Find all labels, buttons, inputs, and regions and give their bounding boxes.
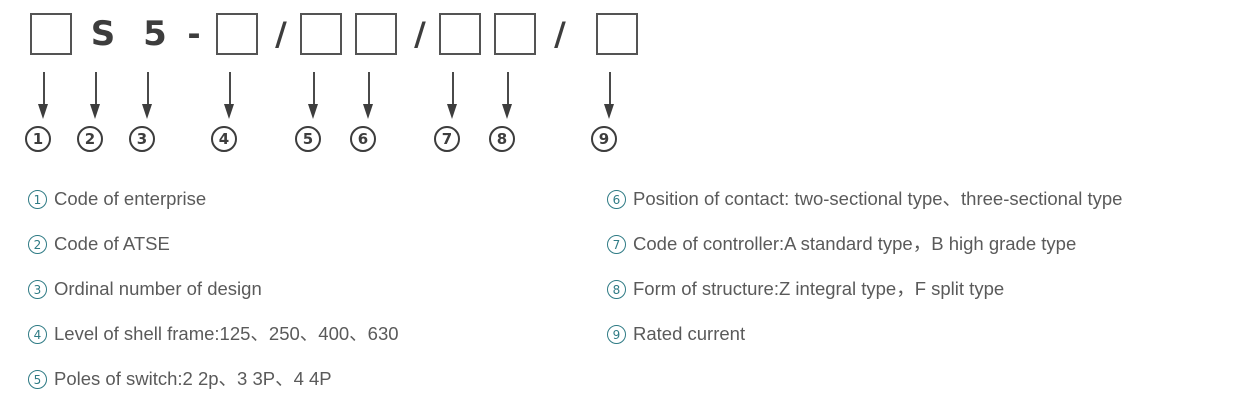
down-arrow-2 [89,72,103,120]
down-arrow-3 [141,72,155,120]
code-box-6 [355,10,397,58]
code-box-4 [216,10,258,58]
down-arrow-4 [223,72,237,120]
code-box-outline [596,13,638,55]
code-box-outline [355,13,397,55]
code-char-glyph: S [90,14,116,54]
code-separator-glyph: / [414,15,426,53]
code-index-marker-2: 2 [77,126,103,152]
legend-marker-icon: 9 [607,325,626,344]
arrow-shaft [368,72,370,108]
arrow-shaft [452,72,454,108]
down-arrow-8 [501,72,515,120]
code-box-outline [494,13,536,55]
code-box-1 [30,10,72,58]
legend-item-label: Level of shell frame:125、250、400、630 [54,323,399,344]
code-index-marker-1: 1 [25,126,51,152]
arrow-head [604,104,614,119]
arrow-head [308,104,318,119]
arrow-shaft [43,72,45,108]
down-arrow-7 [446,72,460,120]
legend-marker-icon: 4 [28,325,47,344]
code-separator: / [409,10,431,58]
code-separator-glyph: / [554,15,566,53]
legend-item-label: Position of contact: two-sectional type、… [633,188,1123,209]
down-arrow-5 [307,72,321,120]
legend-item-label: Code of controller:A standard type，B hig… [633,233,1077,254]
code-box-outline [216,13,258,55]
arrow-head [224,104,234,119]
legend-marker-icon: 7 [607,235,626,254]
legend-item: 1 Code of enterprise [28,186,588,231]
arrow-shaft [229,72,231,108]
arrow-shaft [313,72,315,108]
legend-item: 7 Code of controller:A standard type，B hi… [607,231,1243,276]
code-index-marker-4: 4 [211,126,237,152]
arrow-head [142,104,152,119]
legend-item: 5 Poles of switch:2 2p、3 3P、4 4P [28,366,588,411]
legend-item-label: Rated current [633,323,746,344]
code-box-outline [30,13,72,55]
code-box-outline [439,13,481,55]
legend-item-label: Form of structure:Z integral type，F spli… [633,278,1005,299]
arrow-head [502,104,512,119]
legend-marker-icon: 3 [28,280,47,299]
legend-marker-icon: 2 [28,235,47,254]
code-index-marker-6: 6 [350,126,376,152]
code-separator: / [270,10,292,58]
code-box-5 [300,10,342,58]
code-separator-glyph: / [275,15,287,53]
code-box-9 [596,10,638,58]
legend-item-label: Ordinal number of design [54,278,262,299]
down-arrow-9 [603,72,617,120]
legend-item: 8 Form of structure:Z integral type，F spl… [607,276,1243,321]
legend-marker-icon: 5 [28,370,47,389]
arrow-shaft [95,72,97,108]
legend-marker-icon: 1 [28,190,47,209]
arrow-shaft [609,72,611,108]
legend-marker-icon: 6 [607,190,626,209]
down-arrow-6 [362,72,376,120]
product-code-diagram: 1 S 2 5 3 - 4 / 5 6 / 7 8 / 9 [0,0,1243,170]
code-index-marker-7: 7 [434,126,460,152]
arrow-shaft [147,72,149,108]
code-char-3: 5 [140,10,170,58]
arrow-head [90,104,100,119]
legend-item: 9 Rated current [607,321,1243,366]
code-char-2: S [88,10,118,58]
legend-item-label: Code of enterprise [54,188,207,209]
code-index-marker-3: 3 [129,126,155,152]
code-separator-glyph: - [187,15,201,53]
code-char-glyph: 5 [143,14,167,54]
code-separator: - [183,10,205,58]
legend-item: 4 Level of shell frame:125、250、400、630 [28,321,588,366]
legend-item-label: Code of ATSE [54,233,170,254]
arrow-shaft [507,72,509,108]
legend-item: 2 Code of ATSE [28,231,588,276]
code-box-outline [300,13,342,55]
code-box-8 [494,10,536,58]
code-separator: / [549,10,571,58]
legend-item-label: Poles of switch:2 2p、3 3P、4 4P [54,368,332,389]
legend-item: 6 Position of contact: two-sectional type… [607,186,1243,231]
arrow-head [363,104,373,119]
code-index-marker-5: 5 [295,126,321,152]
legend-column-right: 6 Position of contact: two-sectional type… [607,186,1243,366]
code-index-marker-9: 9 [591,126,617,152]
arrow-head [447,104,457,119]
down-arrow-1 [37,72,51,120]
legend-item: 3 Ordinal number of design [28,276,588,321]
legend-marker-icon: 8 [607,280,626,299]
legend-column-left: 1 Code of enterprise 2 Code of ATSE 3 Ordinal… [28,186,588,411]
arrow-head [38,104,48,119]
code-box-7 [439,10,481,58]
code-index-marker-8: 8 [489,126,515,152]
